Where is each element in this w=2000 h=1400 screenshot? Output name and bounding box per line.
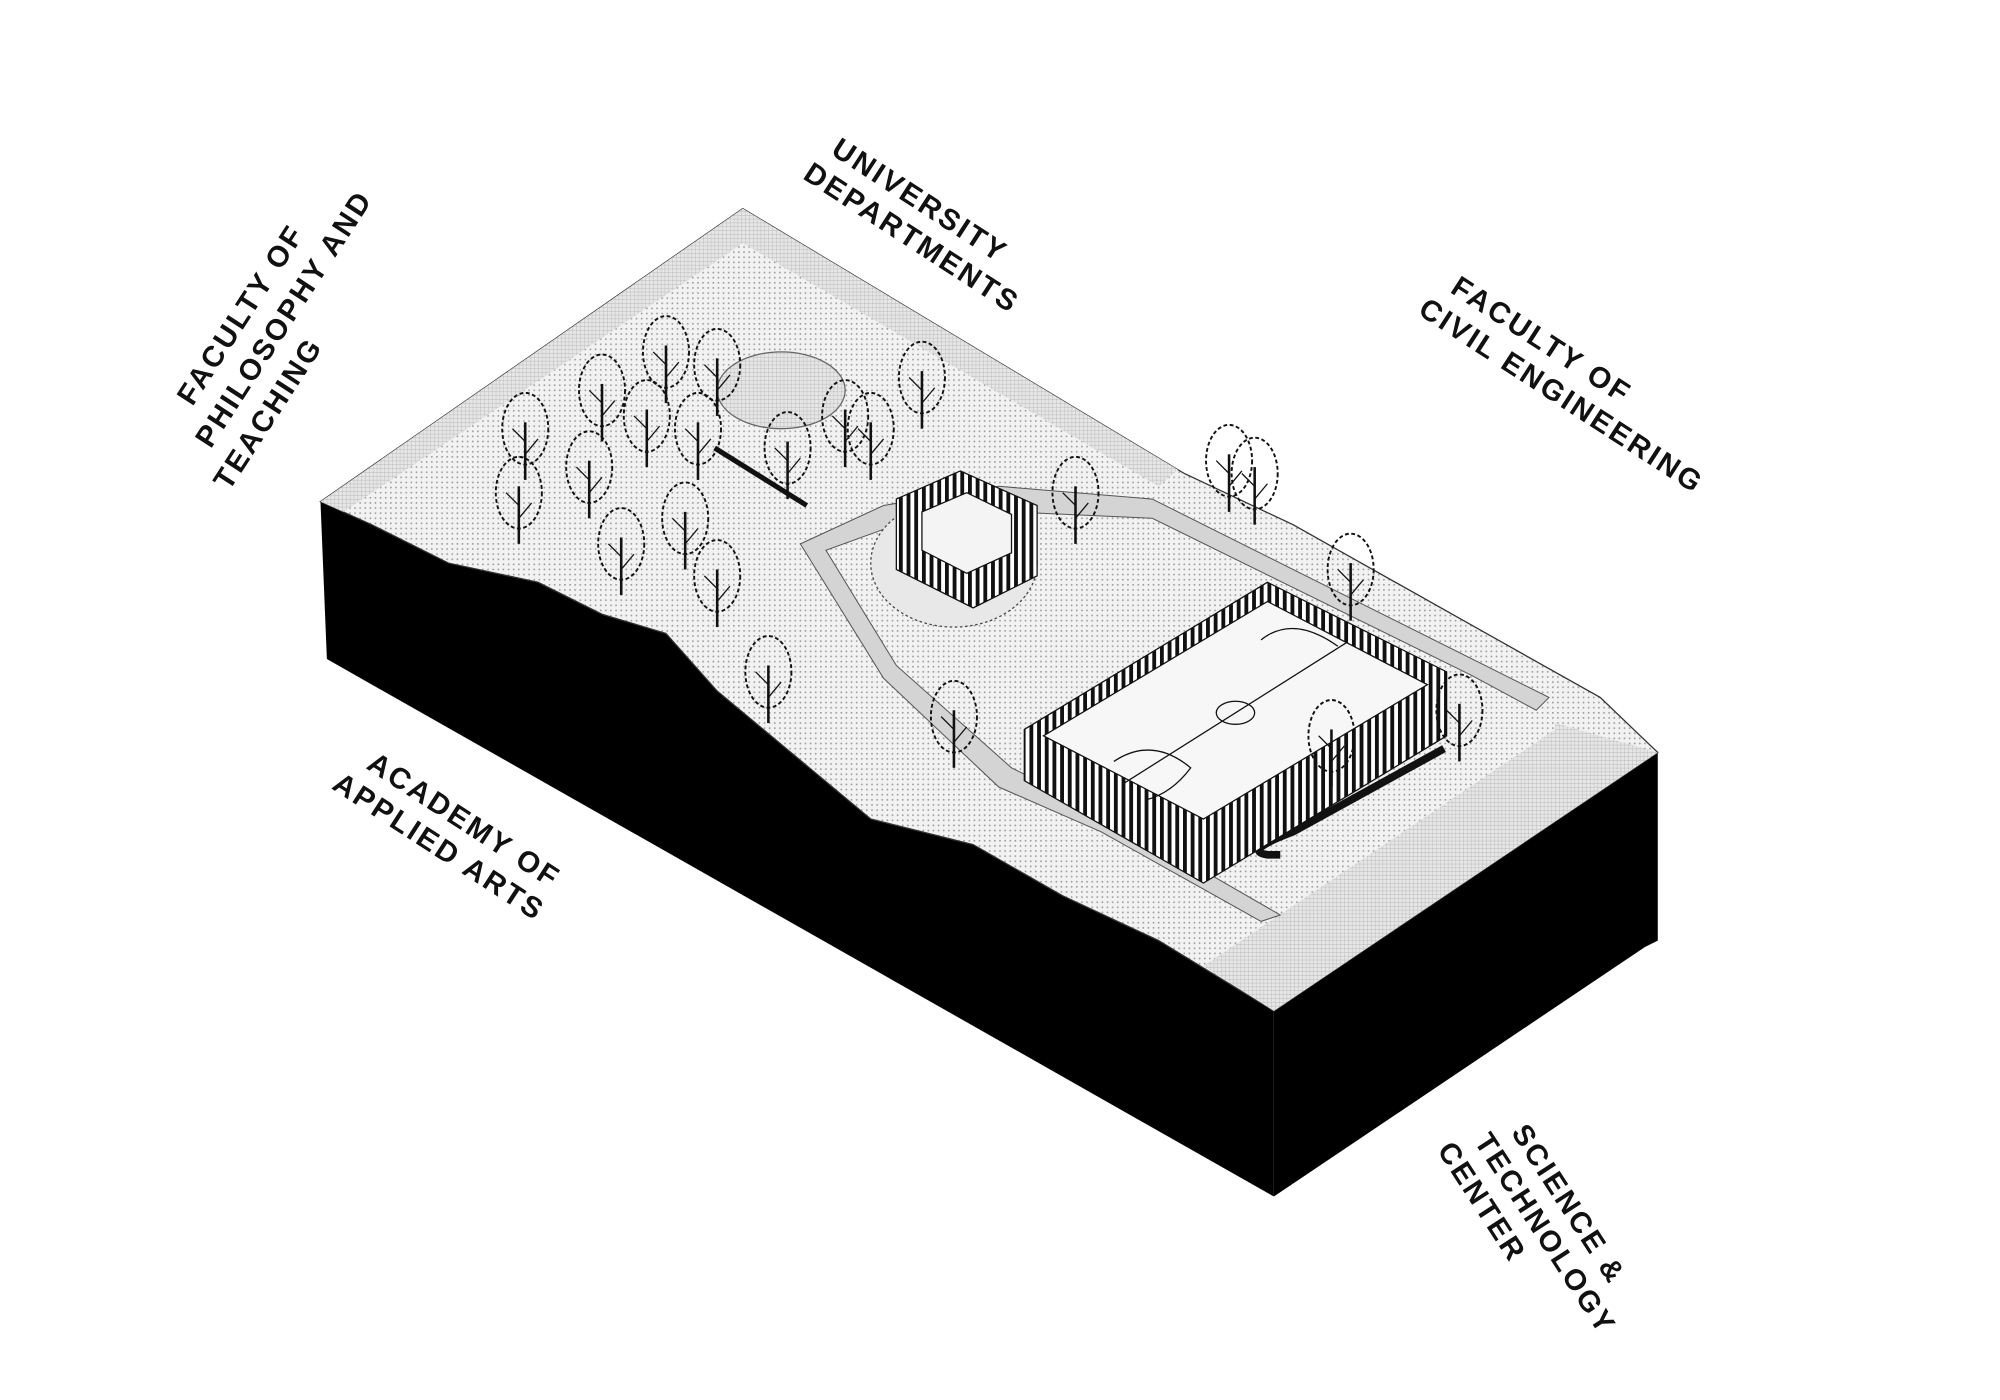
block-left-face [320, 501, 1274, 1197]
label-philosophy: FACULTY OF PHILOSOPHY AND TEACHING [143, 154, 418, 495]
tree-icon [693, 539, 742, 628]
tree-icon [578, 353, 627, 442]
tree-icon [1230, 436, 1279, 525]
tree-icon [597, 507, 646, 596]
tree-icon [661, 481, 710, 570]
tree-icon [1326, 532, 1375, 621]
tree-icon [1435, 673, 1484, 762]
tree-icon [642, 315, 690, 404]
tree-icon [501, 391, 550, 480]
label-civil-engineering: FACULTY OF CIVIL ENGINEERING [1413, 262, 1729, 501]
tree-icon [897, 340, 946, 429]
tree-icon [565, 430, 614, 519]
retaining-wall [713, 445, 809, 508]
plaza-circle [716, 351, 846, 430]
tree-icon [1051, 455, 1100, 544]
tree-icon [1205, 423, 1254, 512]
tree-icon [693, 327, 742, 416]
tree-icon [763, 411, 812, 500]
tree-icon [494, 455, 543, 544]
tree-icon [673, 391, 722, 480]
tree-icon [929, 679, 978, 768]
tree-icon [821, 379, 870, 468]
tree-icon [846, 391, 895, 480]
tree-icon [744, 635, 793, 724]
sports-court [1023, 581, 1448, 884]
paved-edge-right [1203, 723, 1658, 1011]
trees-group [494, 315, 1484, 788]
pavilion-building [870, 470, 1038, 628]
label-science-center: SCIENCE & TECHNOLOGY CENTER [1431, 1097, 1659, 1369]
tree-icon [1307, 699, 1356, 788]
block-right-face [1273, 752, 1658, 1197]
label-line: CIVIL ENGINEERING [1413, 292, 1710, 501]
tree-icon [622, 379, 671, 468]
